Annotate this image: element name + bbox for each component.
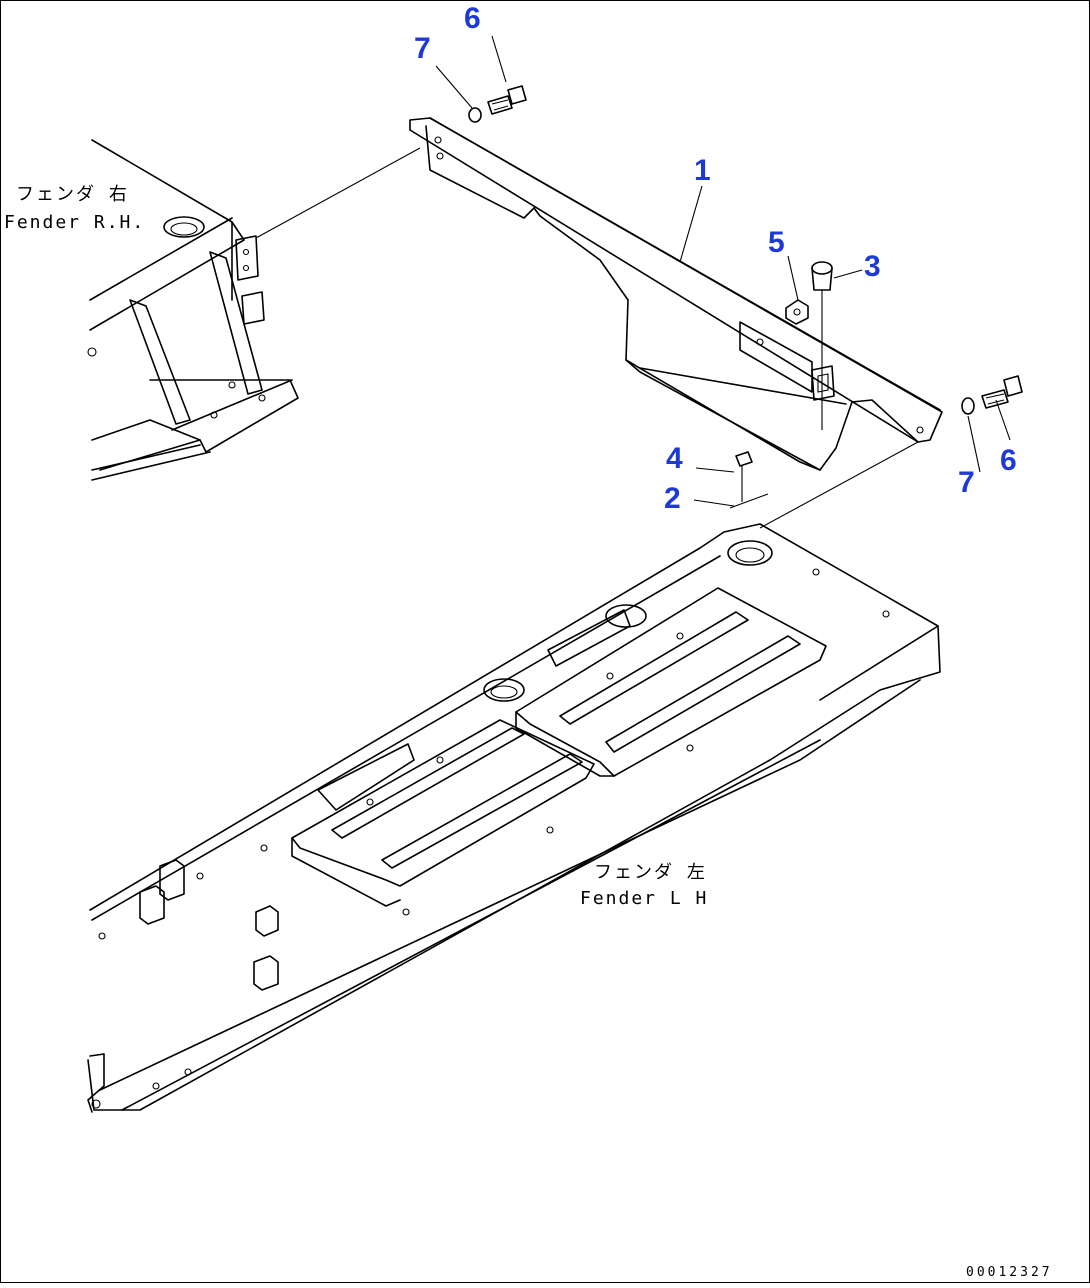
leader-lines [435, 35, 1011, 507]
callout-1: 1 [694, 154, 711, 187]
callout-4: 4 [666, 442, 683, 475]
fender-rh-label-jp: フェンダ 右 [16, 184, 129, 205]
callout-2: 2 [664, 482, 681, 515]
part-1-cover [409, 117, 943, 471]
labels: フェンダ 右 Fender R.H. フェンダ 左 Fender L H 000… [4, 184, 1053, 1280]
assembly-lines [255, 147, 919, 529]
callout-7-top: 7 [414, 32, 431, 65]
callout-3: 3 [864, 250, 881, 283]
callout-6-top: 6 [464, 2, 481, 35]
fender-rh-label-en: Fender R.H. [4, 212, 145, 233]
callout-7-right: 7 [958, 466, 975, 499]
fender-lh-drawing [87, 523, 941, 1113]
fender-lh-label-en: Fender L H [580, 888, 708, 909]
fender-lh-label-jp: フェンダ 左 [594, 862, 707, 883]
callouts: 7 6 1 5 3 4 2 7 6 [414, 2, 1017, 515]
drawing-number: 00012327 [966, 1265, 1053, 1280]
part-3-pin [811, 261, 833, 430]
part-4-2 [729, 451, 769, 509]
callout-6-right: 6 [1000, 444, 1017, 477]
callout-5: 5 [768, 226, 785, 259]
fender-rh-drawing [87, 139, 299, 481]
parts-6-7-top [468, 85, 527, 123]
parts-6-7-right [961, 375, 1023, 415]
